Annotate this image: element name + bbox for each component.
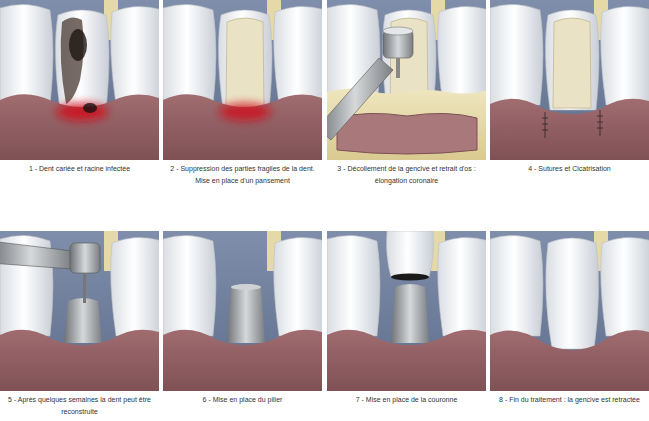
stump: [64, 298, 102, 343]
infection: [56, 103, 108, 121]
tooth: [545, 10, 599, 110]
handpiece: [0, 241, 72, 269]
caption: 1 - Dent cariée et racine infectée: [2, 163, 157, 175]
caption: 4 - Sutures et Cicatrisation: [492, 163, 647, 175]
sutures: [542, 110, 603, 138]
bur: [396, 58, 400, 78]
decay-spot: [69, 29, 87, 61]
panel-dressing: [163, 0, 322, 160]
gum: [163, 94, 322, 160]
panel-crown: [327, 231, 486, 391]
panel-final: [490, 231, 649, 391]
caption: 5 - Après quelques semaines la dent peut…: [2, 394, 157, 418]
decay-spot: [83, 103, 97, 113]
crown: [387, 231, 434, 277]
caption: 7 - Mise en place de la couronne: [329, 394, 484, 406]
panel-abutment: [163, 231, 322, 391]
tooth: [546, 238, 599, 349]
gum: [490, 330, 649, 391]
caption: 2 - Suppression des parties fragiles de …: [165, 163, 320, 187]
panel-sutures: [490, 0, 649, 160]
gum: [490, 99, 649, 160]
gum: [0, 330, 159, 391]
tooth: [218, 10, 272, 110]
abutment: [391, 284, 429, 343]
abutment-top: [231, 284, 261, 290]
caption: 6 - Mise en place du pilier: [165, 394, 320, 406]
bur: [83, 273, 86, 303]
dressing: [553, 18, 591, 108]
handpiece-head: [70, 243, 100, 273]
tooth: [55, 10, 109, 110]
panel-reconstruction: [0, 231, 159, 391]
panel-decayed-tooth: [0, 0, 159, 160]
gum-flap: [337, 113, 477, 154]
caption: 8 - Fin du traitement : la gencive est r…: [492, 394, 647, 406]
handpiece-cap: [383, 27, 413, 35]
gum: [163, 330, 322, 391]
abutment: [227, 284, 265, 343]
panel-crown-lengthening: [327, 0, 486, 160]
dressing: [226, 18, 264, 108]
gum: [0, 94, 159, 160]
infection: [219, 103, 271, 121]
caption: 3 - Décollement de la gencive et retrait…: [329, 163, 484, 187]
gum: [327, 330, 486, 391]
crown-underside: [391, 274, 429, 281]
handpiece: [327, 58, 393, 140]
